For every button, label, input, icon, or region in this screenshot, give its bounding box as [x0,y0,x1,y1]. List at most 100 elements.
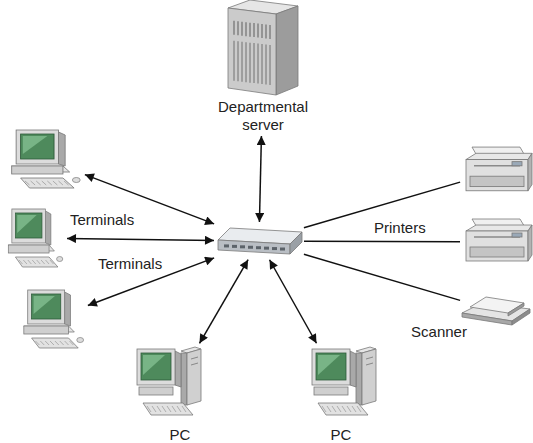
icon-shape [232,245,237,248]
icon-shape [466,153,532,159]
terminal-node [3,207,65,269]
icon-line [327,406,331,412]
icon-line [191,363,198,365]
terminal-node [5,128,83,190]
icon-line [50,260,54,264]
icon-group [24,290,84,348]
icon-shape [15,257,58,267]
terminal-icon [3,207,65,269]
icon-line [32,260,36,264]
icon-line [237,21,238,35]
icon-shape [256,246,261,249]
mouse-shape [72,178,80,183]
icon-shape [21,178,74,188]
icon-shape [528,153,532,190]
icon-shape [175,351,181,387]
icon-shape [28,290,65,324]
icon-shape [187,349,201,405]
icon-line [261,24,262,38]
icon-line [25,181,29,185]
terminal-node [18,288,86,350]
pc-node: PC [135,345,205,443]
icon-line [245,22,246,36]
icon-line [42,181,46,185]
icon-shape [143,403,193,415]
device-label: Scanner [408,323,470,341]
icon-shape [512,162,522,166]
icon-line [55,341,59,345]
icon-line [322,406,326,412]
icon-line [249,43,250,83]
pc-icon [135,345,205,423]
icon-shape [12,209,46,243]
icon-shape [264,247,269,250]
icon-line [257,24,258,38]
group-label: Printers [374,219,426,237]
link-arrow [270,260,317,344]
icon-line [36,181,40,185]
icon-line [233,41,234,81]
icon-line [60,341,64,345]
icon-line [191,357,198,359]
printer-icon [462,217,533,267]
mouse-shape [77,338,84,343]
icon-line [347,406,351,412]
icon-line [167,406,171,412]
icon-shape [362,349,376,405]
icon-line [269,45,270,85]
device-label: PC [145,426,215,443]
icon-line [269,25,270,39]
icon-shape [466,160,528,191]
icon-line [47,181,51,185]
icon-line [237,41,238,81]
icon-line [40,341,44,345]
icon-line [65,341,69,345]
icon-group [137,347,201,415]
icon-shape [58,132,65,166]
icon-line [253,43,254,83]
icon-shape [137,349,175,385]
printer-node [462,145,533,197]
icon-shape [290,232,302,254]
icon-line [233,21,234,35]
icon-shape [141,353,171,380]
hub-icon [216,224,302,258]
icon-line [46,260,50,264]
icon-line [50,341,54,345]
icon-shape [350,351,356,387]
icon-shape [508,303,524,316]
icon-shape [466,231,528,261]
link-arrow [88,258,214,306]
icon-shape [528,225,532,261]
icon-shape [218,240,290,254]
icon-line [172,406,176,412]
icon-line [58,181,62,185]
device-label: PC [306,426,376,443]
icon-line [45,341,49,345]
icon-line [28,260,32,264]
icon-line [157,406,161,412]
icon-shape [32,338,79,348]
pc-icon [310,345,380,423]
icon-shape [23,136,48,154]
icon-line [23,260,27,264]
icon-line [64,181,68,185]
icon-shape [318,403,368,415]
link-arrow [259,136,261,222]
pc-node: PC [310,345,380,443]
icon-shape [316,353,346,380]
icon-shape [466,225,532,231]
icon-shape [15,213,42,238]
icon-shape [470,176,524,186]
icon-line [366,357,373,359]
icon-shape [470,247,524,257]
icon-shape [314,387,348,395]
icon-shape [240,245,245,248]
icon-shape [318,355,340,375]
icon-line [69,341,73,345]
icon-shape [24,326,69,334]
printer-icon [462,145,533,197]
icon-shape [17,215,36,233]
